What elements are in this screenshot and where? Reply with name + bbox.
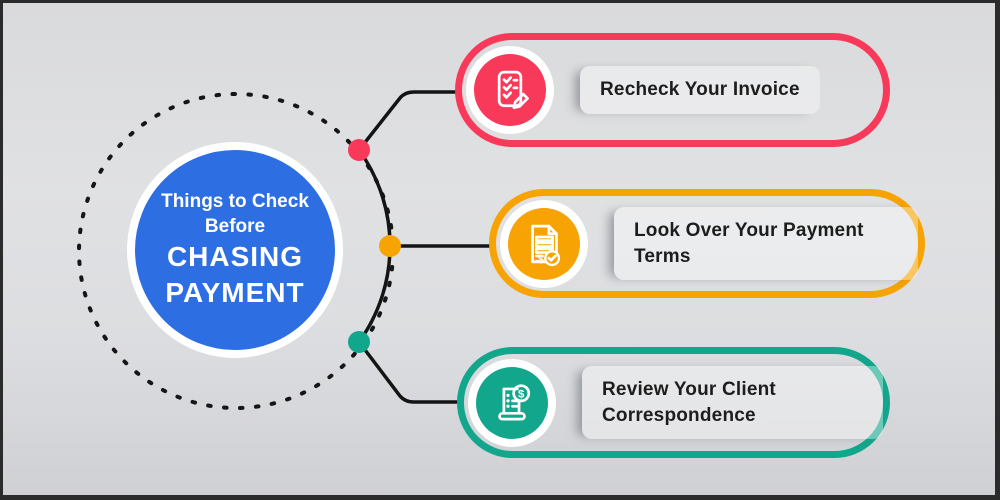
center-title-line3: CHASING: [166, 240, 304, 272]
dollar-glyph: $: [538, 253, 544, 265]
center-title-line1: Things to Check: [161, 190, 309, 212]
item-label-panel: Review Your Client Correspondence: [582, 365, 883, 440]
item-card-recheck-invoice: Recheck Your Invoice: [455, 33, 890, 147]
dollar-glyph: $: [518, 388, 525, 400]
item-label-panel: Look Over Your Payment Terms: [614, 206, 918, 281]
connector-line-bottom: [357, 340, 462, 404]
node-dot-orange: [379, 235, 401, 257]
checklist-pencil-icon: [497, 70, 529, 110]
connector-line-top: [357, 90, 462, 152]
item-card-payment-terms: $ Look Over Your Payment Terms: [489, 189, 925, 298]
item-label-panel: Recheck Your Invoice: [580, 66, 820, 114]
item-icon-badge: $: [508, 207, 580, 280]
item-icon-disc: $: [500, 199, 588, 288]
node-dot-teal: [348, 331, 370, 353]
item-icon-badge: $: [476, 366, 548, 439]
center-title-circle: Things to Check Before CHASING PAYMENT: [127, 142, 343, 358]
center-title-line4: PAYMENT: [165, 277, 305, 309]
center-title-line2: Before: [204, 215, 266, 237]
invoice-dollar-check-icon: $: [531, 224, 561, 266]
item-icon-badge: [474, 54, 546, 126]
item-label: Look Over Your Payment Terms: [634, 219, 864, 267]
node-dot-red: [348, 139, 370, 161]
item-icon-disc: $: [468, 358, 556, 447]
item-card-client-correspondence: $ Review Your Client Correspondence: [457, 347, 890, 458]
item-label: Recheck Your Invoice: [600, 79, 800, 101]
receipt-dollar-icon: $: [498, 383, 531, 420]
item-icon-disc: [466, 46, 554, 134]
item-label: Review Your Client Correspondence: [602, 378, 776, 426]
